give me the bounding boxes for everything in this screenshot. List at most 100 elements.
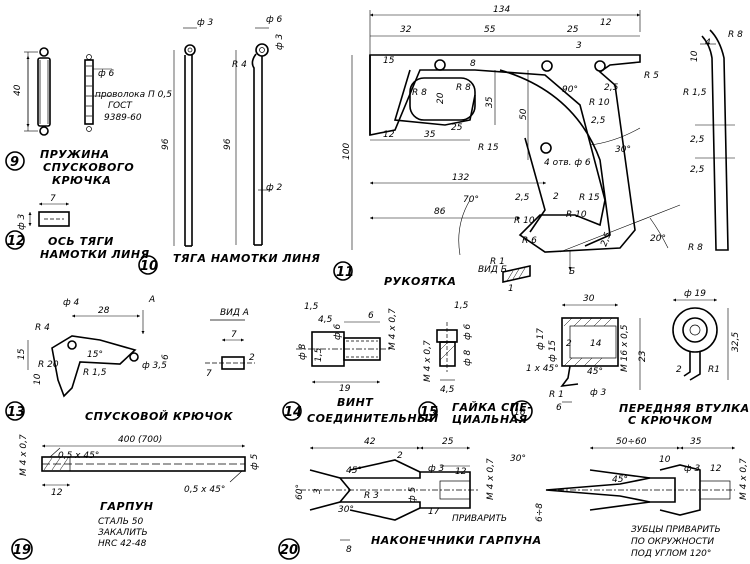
dim-p11s-4: 4	[705, 38, 711, 48]
dim-p13-r4: R 4	[35, 323, 50, 333]
dim-p13-10: 10	[33, 373, 43, 385]
dim-p16-2: 2	[566, 339, 572, 349]
part-19-note-3: HRC 42-48	[98, 539, 147, 549]
dim-p11-25c: 2,5	[604, 83, 619, 93]
dim-p11-3: 3	[576, 41, 582, 51]
dim-p11-35: 35	[485, 96, 495, 108]
dim-p20-r3: R 3	[364, 491, 379, 501]
dim-p16-30: 30	[583, 294, 595, 304]
dim-p11s-r8b: R 8	[688, 243, 703, 253]
part-16-caption-1: ПЕРЕДНЯЯ ВТУЛКА	[619, 402, 750, 415]
dim-p11-12b: 12	[383, 130, 395, 140]
dim-p11-8: 8	[470, 59, 476, 69]
part-9-caption-1: ПРУЖИНА	[40, 148, 110, 161]
dim-p11-r8b: R 8	[456, 83, 471, 93]
part-14-screw: 1,5 4,5 ф 6 6 М 4 х 0,7 ф 8 1,5 19 14 ВИ…	[282, 302, 439, 425]
dim-p20-30: 30°	[338, 505, 354, 515]
dim-p20-35: 35	[690, 437, 702, 447]
dim-p14-15b: 1,5	[314, 347, 324, 362]
dim-p13-d35: ф 3,5	[142, 361, 167, 371]
dim-p20-d5: ф 5	[408, 486, 418, 503]
dim-p11-r10c: R 10	[589, 98, 610, 108]
dim-p11-132: 132	[452, 173, 469, 183]
dim-p19-len: 400 (700)	[118, 435, 162, 445]
part-19-caption: ГАРПУН	[100, 500, 153, 513]
dim-p13-6: 6	[161, 354, 171, 360]
dim-p13-2: 2	[249, 353, 255, 363]
part-13-trigger: ф 4 28 А R 4 15 15° R 20 10 R 1,5 ф 3,5 …	[5, 295, 255, 423]
part-14-caption-2: СОЕДИНИТЕЛЬНЫЙ	[307, 412, 439, 425]
dim-p19-m4: М 4 х 0,7	[19, 434, 29, 476]
dim-p11-b: Б	[569, 267, 575, 277]
part-9-caption-2: СПУСКОВОГО	[43, 161, 134, 174]
note-p9-1: проволока П 0,5	[95, 90, 172, 100]
dim-p20-d3: ф 3	[428, 464, 445, 474]
dim-p11-30: 30°	[615, 145, 631, 155]
part-10-rod: 96 ф 3 ф 6 ф 3 R 4 96 ф 2 10 ТЯГА НАМОТК…	[138, 15, 320, 275]
dim-p16-r1b: R1	[708, 365, 720, 375]
dim-p11-r15: R 15	[478, 143, 499, 153]
dim-p16-23: 23	[638, 350, 648, 362]
part-12-caption-1: ОСЬ ТЯГИ	[48, 235, 114, 248]
dim-p16-d17: ф 17	[536, 328, 546, 350]
part-11-number: 11	[336, 265, 354, 280]
dim-p20-d3b: ф 3	[684, 464, 701, 474]
dim-p16-325: 32,5	[731, 332, 741, 352]
dim-p11s-r8: R 8	[728, 30, 743, 40]
part-9-number: 9	[10, 155, 19, 170]
dim-p11-15: 15	[383, 56, 395, 66]
dim-p11-r1: R 1	[490, 257, 505, 267]
dim-p13-a15: 15°	[87, 350, 103, 360]
part-14-caption-1: ВИНТ	[337, 396, 374, 409]
dim-p11-25: 25	[567, 25, 579, 35]
part-15-number: 15	[420, 405, 438, 420]
part-13-number: 13	[7, 405, 25, 420]
dim-p10-d3: ф 3	[197, 18, 214, 28]
dim-p9-len: 40	[13, 84, 23, 96]
part-13-view: ВИД А	[220, 308, 249, 318]
dim-p11-r8a: R 8	[412, 88, 427, 98]
dim-p11s-25b: 2,5	[690, 165, 705, 175]
dim-p19-ch1: 0,5 х 45°	[58, 451, 99, 461]
dim-p15-15: 1,5	[454, 301, 469, 311]
dim-p20-17: 17	[428, 507, 440, 517]
dim-p10-r4: R 4	[232, 60, 247, 70]
dim-p20-3: 3	[313, 488, 323, 494]
dim-p9-d: ф 6	[98, 69, 115, 79]
part-20-note-1: ЗУБЦЫ ПРИВАРИТЬ	[631, 525, 721, 535]
dim-p20-12b: 12	[710, 464, 722, 474]
dim-p11-20: 20	[436, 92, 446, 104]
part-10-caption: ТЯГА НАМОТКИ ЛИНЯ	[173, 252, 320, 265]
dim-p11-134: 134	[493, 5, 510, 15]
dim-p19-ch2: 0,5 х 45°	[184, 485, 225, 495]
dim-p16-d19: ф 19	[684, 289, 706, 299]
dim-p11-86: 86	[434, 207, 446, 217]
dim-p20-45: 45°	[346, 466, 362, 476]
dim-p20-60: 60°	[295, 484, 305, 500]
part-19-note-1: СТАЛЬ 50	[98, 517, 143, 527]
dim-p14-19: 19	[339, 384, 351, 394]
dim-p19-12: 12	[51, 488, 63, 498]
part-12-caption-2: НАМОТКИ ЛИНЯ	[40, 248, 150, 261]
dim-p11-r15b: R 15	[579, 193, 600, 203]
dim-p11-35b: 35	[424, 130, 436, 140]
part-16-sleeve: 30 ф 17 ф 15 2 14 М 16 х 0,5 23 1 х 45° …	[511, 289, 750, 427]
dim-p13-15: 15	[17, 348, 27, 360]
part-11-handle: 134 32 55 25 12 15 8 3 R 5 90° R 8 R 8 2…	[333, 5, 743, 294]
dim-p14-d8: ф 8	[298, 343, 308, 360]
dim-p13-r20: R 20	[38, 360, 59, 370]
dim-p14-6: 6	[368, 311, 374, 321]
dim-p11-20a: 20°	[650, 234, 666, 244]
dim-p14-15: 1,5	[304, 302, 319, 312]
dim-p11-25b: 25	[451, 123, 463, 133]
dim-p14-m4: М 4 х 0,7	[388, 308, 398, 350]
part-15-caption-2: ЦИАЛЬНАЯ	[452, 413, 528, 426]
dim-p14-d6: ф 6	[333, 323, 343, 340]
part-14-number: 14	[284, 405, 302, 420]
part-20-number: 20	[280, 543, 298, 558]
dim-p10-96a: 96	[161, 138, 171, 150]
dim-p20-45b: 45°	[612, 475, 628, 485]
dim-p11-2: 2	[553, 192, 559, 202]
